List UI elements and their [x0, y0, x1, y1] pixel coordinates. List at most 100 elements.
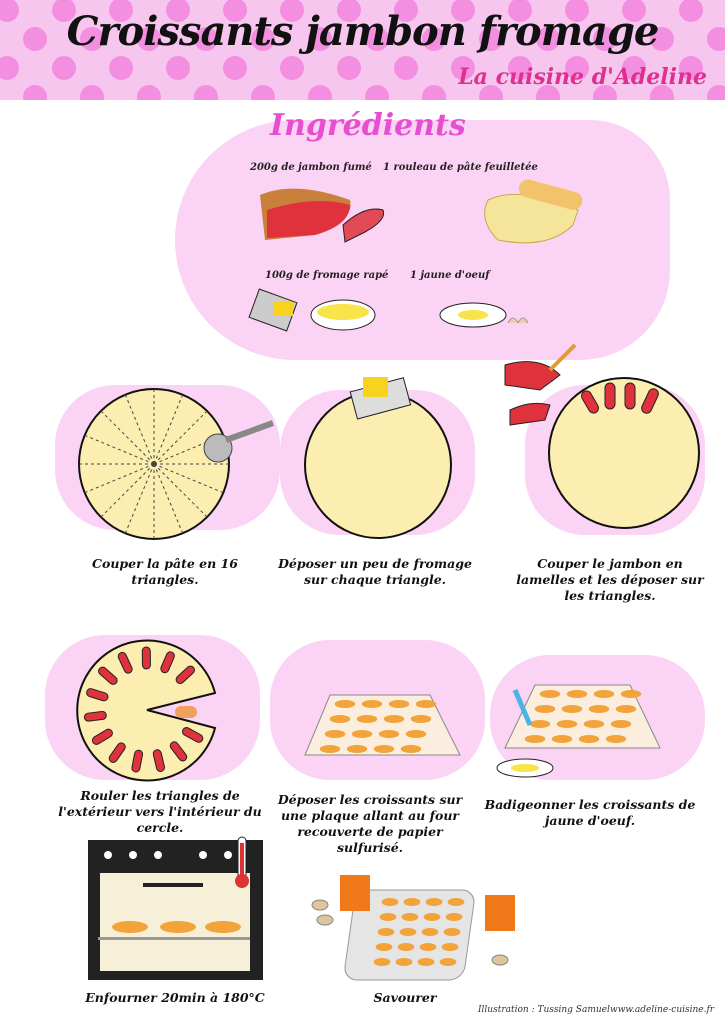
cut-line — [100, 410, 155, 465]
cut-line — [153, 463, 224, 494]
croissant — [381, 898, 399, 906]
croissant — [566, 690, 588, 698]
croissant — [361, 700, 383, 708]
croissant — [445, 913, 463, 921]
polka-dot — [337, 0, 361, 22]
croissant — [375, 943, 393, 951]
cut-line — [153, 463, 184, 534]
ham-strip — [160, 651, 175, 674]
step-caption: Savourer — [373, 990, 437, 1005]
polka-dot — [394, 0, 418, 22]
polka-dot — [565, 0, 589, 22]
step-caption: Déposer un peu de fromage sur chaque tri… — [278, 556, 472, 587]
pastry-roll-icon — [484, 179, 583, 244]
polka-dot — [650, 85, 674, 100]
cut-line — [100, 463, 155, 518]
ham-strip — [169, 741, 188, 762]
cut-line — [84, 463, 155, 494]
ham-strip — [152, 749, 165, 772]
polka-dot — [565, 56, 589, 80]
cut-line — [124, 394, 155, 465]
croissant — [378, 730, 400, 738]
croissant — [610, 720, 632, 728]
croissant — [405, 730, 427, 738]
polka-dot — [223, 56, 247, 80]
polka-dot — [52, 56, 76, 80]
baking-tray-icon — [304, 694, 461, 756]
pastry-ham-icon — [504, 343, 700, 529]
subtitle: La cuisine d'Adeline — [458, 64, 707, 90]
polka-dot — [365, 27, 389, 51]
polka-dot — [394, 56, 418, 80]
polka-dot — [280, 0, 304, 22]
ham-strip — [108, 742, 126, 763]
polka-dot — [223, 0, 247, 22]
croissant — [415, 700, 437, 708]
ingredient-label: 1 rouleau de pâte feuilletée — [383, 162, 538, 173]
polka-dot — [0, 0, 19, 22]
croissant — [329, 715, 351, 723]
cut-line — [84, 434, 155, 465]
ham-strip — [83, 710, 107, 722]
croissant — [377, 928, 395, 936]
polka-dot — [622, 0, 646, 22]
croissant — [356, 715, 378, 723]
polka-dot — [137, 27, 161, 51]
serving-plate-icon — [311, 875, 515, 981]
croissant — [524, 735, 546, 743]
pastry-cheese-icon — [304, 377, 452, 539]
polka-dot — [308, 85, 332, 100]
croissant — [373, 958, 391, 966]
grated-cheese-icon — [248, 288, 376, 332]
polka-dot — [508, 56, 532, 80]
polka-dot — [479, 27, 503, 51]
croissant — [620, 690, 642, 698]
pastry-circle-cut-icon — [78, 388, 275, 540]
polka-dot — [679, 0, 703, 22]
croissant — [346, 745, 368, 753]
croissant — [373, 745, 395, 753]
polka-dot — [280, 56, 304, 80]
ingredients-title: Ingrédients — [270, 108, 466, 143]
page-title: Croissants jambon fromage — [66, 8, 660, 55]
polka-dot — [52, 0, 76, 22]
ham-strip — [117, 651, 133, 674]
ham-strip — [86, 688, 109, 702]
step-caption: Couper la pâte en 16 triangles. — [92, 556, 238, 587]
croissant — [324, 730, 346, 738]
website-link[interactable]: www.adeline-cuisine.fr — [610, 1005, 715, 1015]
ham-strip — [141, 646, 151, 670]
ham-strip — [175, 665, 195, 685]
polka-dot — [337, 56, 361, 80]
polka-dot — [109, 56, 133, 80]
polka-dot — [707, 27, 725, 51]
cut-line — [153, 394, 184, 465]
cut-line — [153, 410, 208, 465]
croissant — [399, 928, 417, 936]
ham-strip — [131, 749, 144, 773]
rolling-croissants-icon — [76, 639, 217, 782]
ham-strip — [98, 666, 118, 685]
ingredient-label: 100g de fromage rapé — [265, 270, 389, 281]
polka-dot — [80, 85, 104, 100]
polka-dot — [23, 27, 47, 51]
step-caption: Enfourner 20min à 180°C — [85, 990, 265, 1005]
polka-dot — [422, 85, 446, 100]
croissant — [529, 720, 551, 728]
croissant — [605, 735, 627, 743]
croissant — [334, 700, 356, 708]
cut-line — [124, 463, 155, 534]
oven-icon — [88, 836, 263, 980]
croissant — [447, 898, 465, 906]
polka-dot — [166, 56, 190, 80]
polka-dot — [80, 27, 104, 51]
croissant — [425, 898, 443, 906]
polka-dot — [451, 56, 475, 80]
croissant — [417, 958, 435, 966]
polka-dot — [536, 27, 560, 51]
croissant — [588, 705, 610, 713]
polka-dot — [650, 27, 674, 51]
polka-dot — [593, 85, 617, 100]
polka-dot — [707, 85, 725, 100]
polka-dot — [508, 0, 532, 22]
